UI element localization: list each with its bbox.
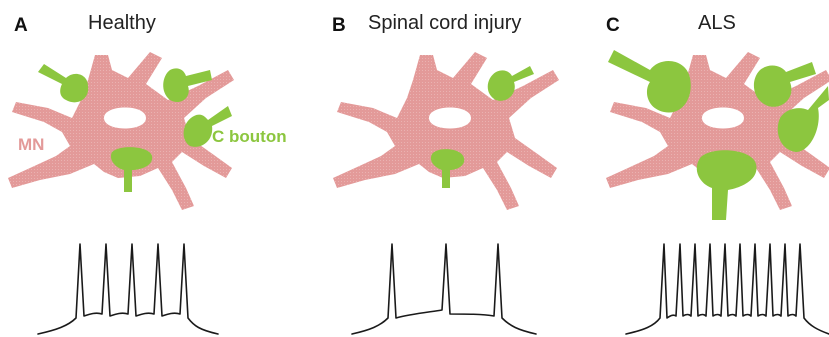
c-bouton (697, 150, 757, 220)
panel-title: ALS (698, 12, 736, 34)
c-bouton-label: C bouton (212, 127, 287, 146)
panel-letter: A (14, 15, 28, 36)
spike-trace (352, 244, 536, 334)
spike-trace (38, 244, 218, 334)
mn-label: MN (18, 135, 44, 154)
c-bouton (608, 50, 691, 113)
spike-trace (626, 244, 829, 334)
panel-title: Healthy (88, 12, 156, 34)
panel-letter: B (332, 15, 346, 36)
panel-letter: C (606, 15, 620, 36)
panel-a: A Healthy MN C bouton (8, 12, 287, 334)
c-bouton (38, 64, 88, 102)
panel-c: C ALS (606, 12, 829, 334)
panel-b: B Spinal cord injury (332, 12, 559, 334)
panel-title: Spinal cord injury (368, 12, 521, 34)
